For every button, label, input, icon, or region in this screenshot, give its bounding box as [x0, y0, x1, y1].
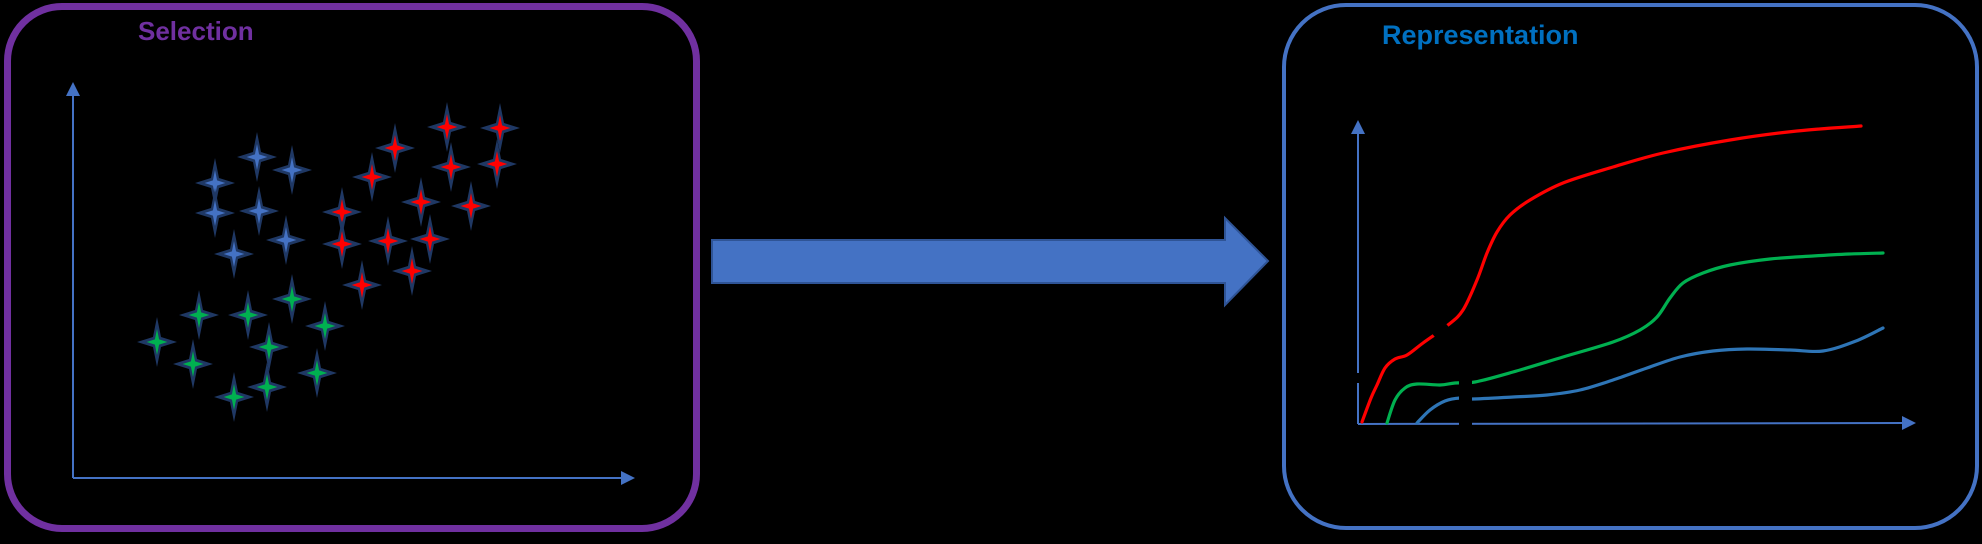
- x-axis-arrowhead-icon: [1902, 416, 1916, 430]
- star-marker-green-cluster: [281, 286, 303, 312]
- selection-panel-title: Selection: [138, 16, 254, 46]
- star-marker-red-cluster: [401, 258, 423, 284]
- representation-panel: [1282, 3, 1979, 530]
- x-axis: [1357, 422, 1907, 425]
- star-marker-blue-cluster: [204, 200, 226, 226]
- star-marker-green-cluster: [314, 313, 336, 339]
- star-marker-green-cluster: [223, 384, 245, 410]
- selection-scatter-plot: [66, 82, 635, 485]
- star-marker-blue-cluster: [204, 170, 226, 196]
- star-marker-blue-cluster: [281, 157, 303, 183]
- star-marker-red-cluster: [486, 151, 508, 177]
- star-marker-red-cluster: [460, 193, 482, 219]
- y-axis-arrowhead-icon: [1351, 120, 1365, 134]
- representation-line-plot: [1351, 120, 1916, 430]
- star-marker-green-cluster: [146, 329, 168, 355]
- blue-curve: [1415, 326, 1885, 425]
- star-marker-blue-cluster: [223, 241, 245, 267]
- star-marker-green-cluster: [188, 302, 210, 328]
- star-marker-red-cluster: [377, 228, 399, 254]
- selection-panel: [4, 3, 700, 532]
- star-marker-green-cluster: [237, 302, 259, 328]
- star-marker-red-cluster: [384, 135, 406, 161]
- star-marker-green-cluster: [258, 334, 280, 360]
- y-axis-arrowhead-icon: [66, 82, 80, 96]
- star-marker-blue-cluster: [275, 227, 297, 253]
- star-marker-blue-cluster: [246, 144, 268, 170]
- red-curve: [1360, 124, 1863, 424]
- curve-break-mask: [1431, 321, 1451, 341]
- star-marker-green-cluster: [182, 351, 204, 377]
- star-marker-green-cluster: [256, 374, 278, 400]
- star-marker-red-cluster: [419, 226, 441, 252]
- x-axis-arrowhead-icon: [621, 471, 635, 485]
- star-marker-red-cluster: [361, 164, 383, 190]
- green-curve: [1385, 251, 1885, 425]
- representation-panel-title: Representation: [1382, 20, 1579, 50]
- flow-arrow: [711, 215, 1270, 308]
- star-marker-red-cluster: [331, 231, 353, 257]
- star-marker-red-cluster: [440, 154, 462, 180]
- star-marker-red-cluster: [489, 115, 511, 141]
- star-marker-red-cluster: [351, 272, 373, 298]
- curve-break-mask: [1351, 373, 1365, 383]
- star-marker-green-cluster: [306, 360, 328, 386]
- star-marker-blue-cluster: [248, 198, 270, 224]
- curve-break-mask: [1459, 368, 1472, 430]
- star-marker-red-cluster: [331, 199, 353, 225]
- star-marker-red-cluster: [436, 114, 458, 140]
- star-marker-red-cluster: [410, 189, 432, 215]
